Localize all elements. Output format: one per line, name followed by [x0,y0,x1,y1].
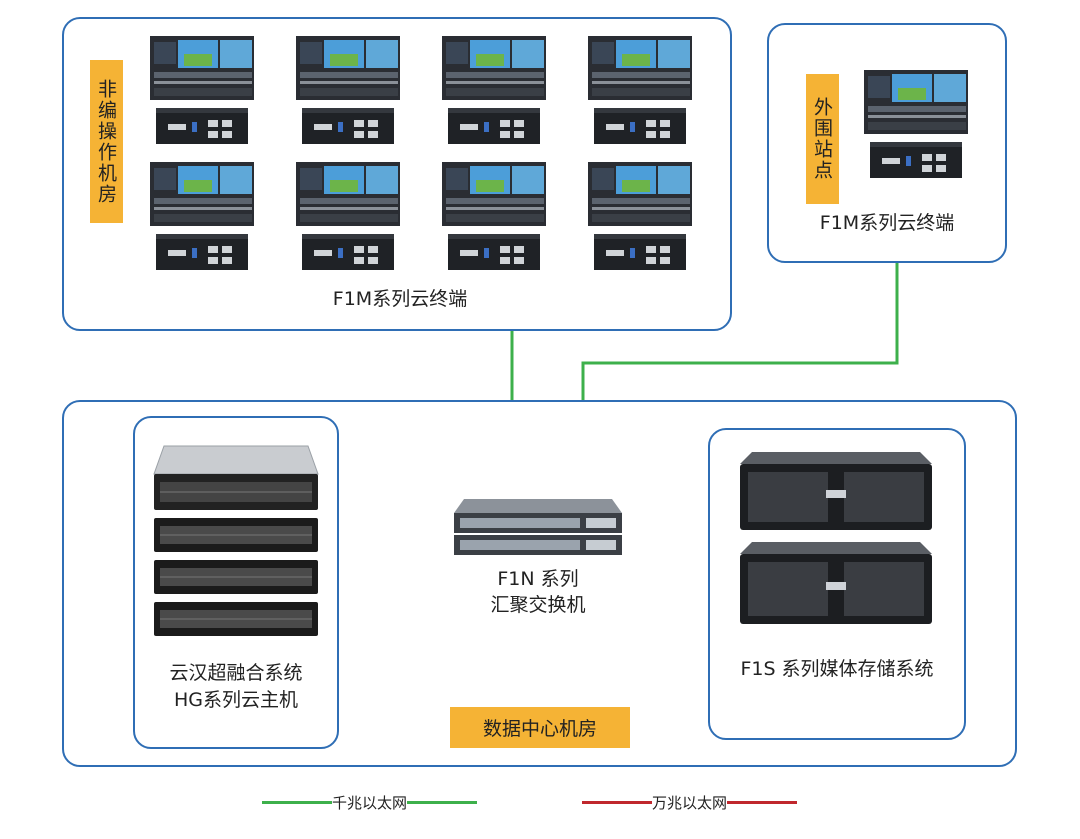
switch-label-line2: 汇聚交换机 [490,594,586,616]
workstation-icon [586,34,694,146]
workstation-icon [586,160,694,272]
workstation-icon [148,160,256,272]
storage-label: F1S 系列媒体存储系统 [740,658,934,680]
remote-workstation-icon [862,68,970,180]
server-label-line2: HG系列云主机 [173,689,298,711]
workstation-icon [440,160,548,272]
workstation-icon [294,160,402,272]
editing-room-tag: 非编操作机房 [90,60,123,223]
data-center-tag: 数据中心机房 [450,707,630,748]
storage-array-icon [738,450,934,626]
legend-ten-gigabit-label: 万兆以太网 [652,794,728,812]
workstation-icon [440,34,548,146]
workstation-icon [294,34,402,146]
switch-icon [452,497,624,559]
legend-gigabit-line-tail [407,801,478,804]
legend-gigabit-line [262,801,332,804]
workstation-icon [148,34,256,146]
legend-ten-gigabit: 万兆以太网 [582,792,798,813]
legend-ten-gigabit-line [582,801,652,804]
server-label-line1: 云汉超融合系统 [169,662,303,684]
server-rack-icon [150,438,322,646]
legend-gigabit-label: 千兆以太网 [332,794,408,812]
switch-label-line1: F1N 系列 [497,568,579,590]
legend-gigabit: 千兆以太网 [262,792,478,813]
editing-room-terminal-label: F1M系列云终端 [332,288,468,310]
remote-site-terminal-label: F1M系列云终端 [819,212,955,234]
remote-site-tag: 外围站点 [806,74,839,204]
legend-ten-gigabit-line-tail [727,801,798,804]
